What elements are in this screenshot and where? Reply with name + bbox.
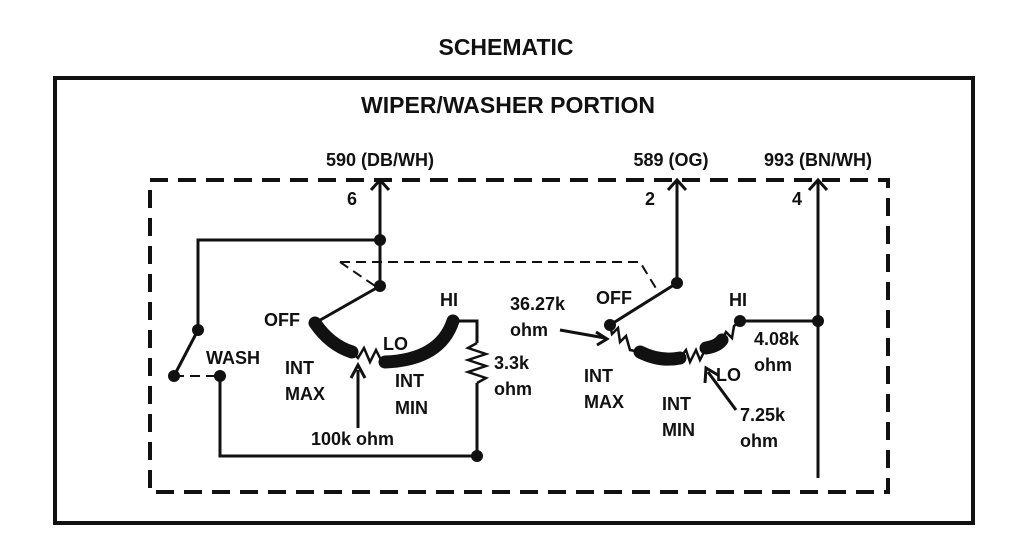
schematic-title: SCHEMATIC [438,34,573,60]
resistor-36k-line1: 36.27k [510,294,566,314]
connector-arrow-2 [666,177,688,283]
left-hi-label: HI [440,290,458,310]
pin-6-label: 6 [347,189,357,209]
resistor-7k-line2: ohm [740,431,778,451]
resistor-3-3k-line2: ohm [494,379,532,399]
pin-2-label: 2 [645,189,655,209]
left-lo-label: LO [383,334,408,354]
right-int-min-line1: INT [662,394,691,414]
left-int-resistor [351,345,384,365]
resistor-4k-line1: 4.08k [754,329,800,349]
resistor-4k-line2: ohm [754,355,792,375]
connector-590-label: 590 (DB/WH) [326,150,434,170]
right-int-contact [633,345,687,366]
connector-589-label: 589 (OG) [633,150,708,170]
left-int-min-line1: INT [395,371,424,391]
portion-title: WIPER/WASHER PORTION [361,92,655,118]
right-7k-resistor [679,346,708,366]
wash-label: WASH [206,348,260,368]
right-lo-label: LO [716,365,741,385]
left-nodes [168,234,483,462]
left-int-min-line2: MIN [395,398,428,418]
left-off-label: OFF [264,310,300,330]
left-switch-wiring [172,238,658,458]
left-int-max-contact [308,316,359,359]
right-hi-label: HI [729,290,747,310]
connector-arrow-6 [369,177,391,240]
resistor-100k-label: 100k ohm [311,429,394,449]
left-int-max-line2: MAX [285,384,325,404]
right-int-min-line2: MIN [662,420,695,440]
right-lo-contact [699,333,729,355]
outer-frame [53,76,975,525]
connector-arrow-4 [807,177,829,320]
right-int-max-line1: INT [584,366,613,386]
connector-993-label: 993 (BN/WH) [764,150,872,170]
resistor-3-3k-line1: 3.3k [494,353,530,373]
pin-4-label: 4 [792,189,802,209]
right-nodes [604,277,824,331]
resistor-36k-line2: ohm [510,320,548,340]
right-int-max-line2: MAX [584,392,624,412]
right-off-label: OFF [596,288,632,308]
resistor-7k-line1: 7.25k [740,405,786,425]
switch-enclosure [148,178,890,494]
left-lo-hi-contact [378,314,460,369]
right-36k-resistor [608,324,641,354]
left-int-max-line1: INT [285,358,314,378]
right-switch-wiring [559,281,820,478]
